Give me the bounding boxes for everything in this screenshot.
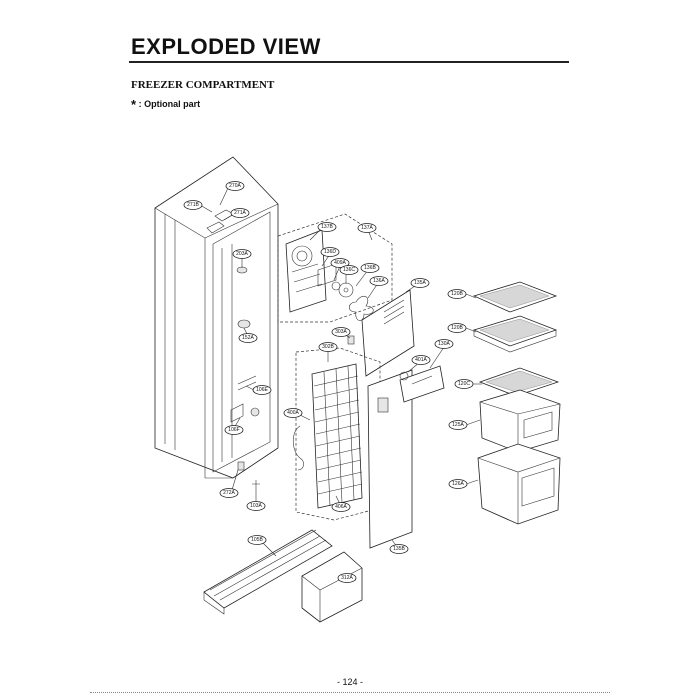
callout-136A: 136A — [369, 276, 389, 286]
freezer-bin-upper — [479, 389, 561, 453]
svg-text:406A: 406A — [335, 504, 347, 510]
svg-text:302B: 302B — [322, 344, 334, 350]
rear-cover-panel — [367, 369, 413, 549]
callout-103A: 103A — [246, 501, 266, 511]
callout-120B-middle: 120B — [447, 323, 467, 333]
optional-mark: * — [131, 97, 137, 112]
svg-text:136A: 136A — [373, 278, 385, 284]
callout-135B: 135B — [389, 544, 409, 554]
svg-text:303A: 303A — [335, 329, 347, 335]
callout-303A: 303A — [331, 327, 351, 337]
freezer-shelf-lower — [478, 367, 560, 397]
svg-text:136B: 136B — [364, 265, 376, 271]
callout-105B: 105B — [247, 535, 267, 545]
optional-legend-text: : Optional part — [138, 99, 201, 109]
svg-text:105B: 105B — [251, 537, 263, 543]
svg-text:135B: 135B — [393, 546, 405, 552]
evaporator-cover-panel — [361, 289, 415, 377]
title-rule — [129, 61, 569, 63]
freezer-shelf-upper — [472, 281, 558, 313]
callout-136D: 136D — [320, 247, 340, 257]
bottom-bracket — [301, 551, 363, 623]
svg-text:120C: 120C — [458, 381, 470, 387]
callout-136B: 136B — [360, 263, 380, 273]
callout-312A: 312A — [337, 573, 357, 583]
page-number: - 124 - — [336, 677, 363, 687]
callout-406A: 406A — [331, 502, 351, 512]
svg-text:125A: 125A — [452, 422, 464, 428]
svg-text:203A: 203A — [236, 251, 248, 257]
freezer-shelf-middle — [472, 315, 558, 353]
callout-271B: 271B — [183, 200, 203, 210]
callout-409A: 409A — [330, 258, 350, 268]
svg-text:136C: 136C — [343, 267, 355, 273]
svg-text:120B: 120B — [451, 291, 463, 297]
svg-text:152A: 152A — [242, 335, 254, 341]
svg-text:137A: 137A — [361, 225, 373, 231]
svg-text:271A: 271A — [234, 210, 246, 216]
optional-part-legend: * : Optional part — [131, 97, 200, 112]
callout-130A: 130A — [434, 339, 454, 349]
bottom-rule — [90, 692, 610, 693]
svg-text:271B: 271B — [187, 202, 199, 208]
page-title: EXPLODED VIEW — [131, 34, 321, 59]
callout-152A: 152A — [238, 333, 258, 343]
svg-text:409A: 409A — [334, 260, 346, 266]
svg-text:401A: 401A — [415, 357, 427, 363]
svg-text:135A: 135A — [414, 280, 426, 286]
callout-137A: 137A — [357, 223, 377, 233]
air-duct-assembly — [399, 365, 445, 403]
callout-270A: 270A — [225, 181, 245, 191]
callout-136C: 136C — [339, 265, 359, 275]
callout-126A: 126A — [448, 479, 468, 489]
callout-120C: 120C — [454, 379, 474, 389]
callout-271A: 271A — [230, 208, 250, 218]
callout-302B: 302B — [318, 342, 338, 352]
callout-120B-upper: 120B — [447, 289, 467, 299]
callout-203A: 203A — [232, 249, 252, 259]
svg-text:106E: 106E — [256, 387, 268, 393]
callout-125A: 125A — [448, 420, 468, 430]
svg-text:400A: 400A — [287, 410, 299, 416]
callout-106F: 106F — [224, 425, 244, 435]
fan-shroud-group — [277, 213, 393, 323]
callout-272A: 272A — [219, 488, 239, 498]
svg-text:137B: 137B — [321, 224, 333, 230]
freezer-cabinet — [154, 156, 279, 494]
callout-137B: 137B — [317, 222, 337, 232]
callout-106E: 106E — [252, 385, 272, 395]
svg-text:120B: 120B — [451, 325, 463, 331]
svg-text:106F: 106F — [228, 427, 239, 433]
callout-135A: 135A — [410, 278, 430, 288]
svg-text:103A: 103A — [250, 503, 262, 509]
svg-text:126A: 126A — [452, 481, 464, 487]
freezer-bin-lower — [477, 443, 561, 525]
section-title: FREEZER COMPARTMENT — [131, 79, 275, 91]
bottom-grille — [203, 529, 333, 615]
callout-400A: 400A — [283, 408, 303, 418]
svg-text:136D: 136D — [324, 249, 336, 255]
callout-401A: 401A — [411, 355, 431, 365]
svg-text:272A: 272A — [223, 490, 235, 496]
svg-text:270A: 270A — [229, 183, 241, 189]
svg-text:312A: 312A — [341, 575, 353, 581]
svg-text:130A: 130A — [438, 341, 450, 347]
